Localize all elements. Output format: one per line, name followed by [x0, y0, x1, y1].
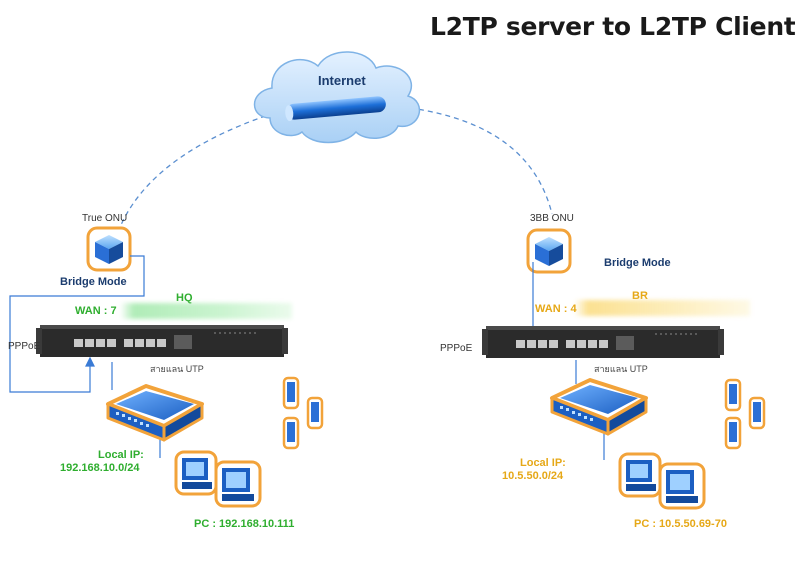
br-wan-label: WAN : 4	[535, 303, 577, 315]
br-switch-icon	[550, 378, 648, 436]
br-local-ip-title: Local IP:	[520, 457, 566, 469]
hq-pc-label: PC : 192.168.10.111	[194, 518, 295, 530]
hq-bridge-label: Bridge Mode	[60, 276, 127, 288]
hq-onu-icon	[86, 226, 132, 272]
br-cabling	[528, 262, 605, 460]
br-pppoe-label: PPPoE	[440, 343, 473, 354]
hq-wan-redaction	[120, 303, 292, 319]
diagram-title: L2TP server to L2TP Client	[430, 12, 795, 41]
br-pc-icon	[618, 452, 706, 510]
hq-router-icon	[36, 325, 288, 357]
hq-phone-icon	[282, 376, 324, 450]
br-bridge-label: Bridge Mode	[604, 257, 671, 269]
br-lan-label: สายแลน UTP	[594, 364, 648, 374]
hq-site-label: HQ	[176, 292, 193, 304]
br-phone-icon	[724, 378, 766, 450]
hq-local-ip-title: Local IP:	[98, 449, 144, 461]
hq-cabling	[9, 255, 161, 458]
internet-label: Internet	[318, 73, 366, 88]
br-local-ip-value: 10.5.50.0/24	[502, 470, 564, 482]
br-onu-icon	[526, 228, 572, 274]
internet-cloud-icon	[253, 51, 421, 144]
hq-pc-icon	[174, 450, 262, 508]
hq-onu-label: True ONU	[82, 213, 128, 224]
br-onu-label: 3BB ONU	[530, 213, 574, 224]
br-router-icon	[482, 326, 724, 358]
hq-local-ip-value: 192.168.10.0/24	[60, 462, 140, 474]
br-site-label: BR	[632, 290, 648, 302]
hq-wan-link	[117, 107, 291, 233]
hq-pppoe-label: PPPoE	[8, 341, 41, 352]
hq-wan-label: WAN : 7	[75, 305, 117, 317]
hq-switch-icon	[106, 384, 204, 442]
br-wan-link	[409, 107, 553, 215]
br-pc-label: PC : 10.5.50.69-70	[634, 518, 727, 530]
br-wan-redaction	[574, 300, 750, 316]
hq-lan-label: สายแลน UTP	[150, 364, 204, 374]
